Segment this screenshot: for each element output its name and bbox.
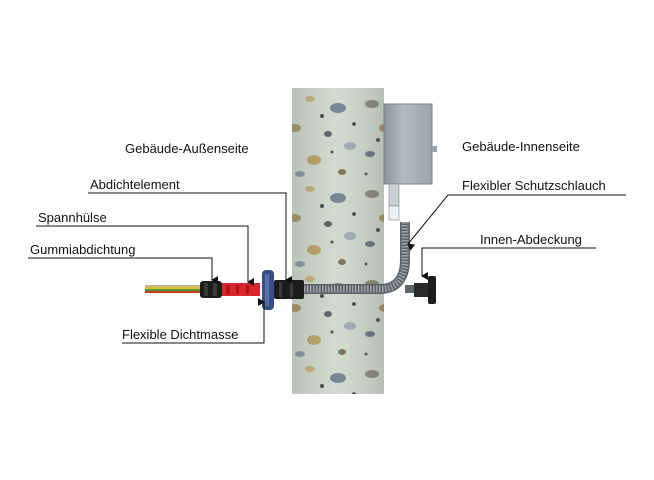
leader-lines [28, 192, 626, 344]
junction-box [383, 103, 437, 221]
label-sealing-element: Abdichtelement [90, 177, 180, 192]
sealant-flange [262, 270, 274, 310]
label-inner-cover: Innen-Abdeckung [480, 232, 582, 247]
label-outside: Gebäude-Außenseite [125, 141, 249, 156]
clamping-sleeve [222, 283, 260, 296]
label-protective-hose: Flexibler Schutzschlauch [462, 178, 606, 193]
leader-flexible-sealant [122, 298, 265, 344]
label-inside: Gebäude-Innenseite [462, 139, 580, 154]
sealing-element [274, 280, 304, 299]
leader-inner-cover [421, 247, 596, 280]
label-clamping-sleeve: Spannhülse [38, 210, 107, 225]
leader-protective-hose [407, 194, 626, 251]
flexible-protective-hose [292, 222, 414, 294]
label-flexible-sealant: Flexible Dichtmasse [122, 327, 239, 342]
label-rubber-seal: Gummiabdichtung [30, 242, 136, 257]
inner-cover-part [414, 276, 436, 304]
cable-bundle [145, 285, 205, 293]
leader-rubber-seal [28, 257, 218, 284]
leader-sealing-element [88, 192, 292, 284]
leader-clamping-sleeve [36, 225, 254, 286]
concrete-wall [292, 88, 384, 394]
rubber-seal [200, 281, 222, 298]
